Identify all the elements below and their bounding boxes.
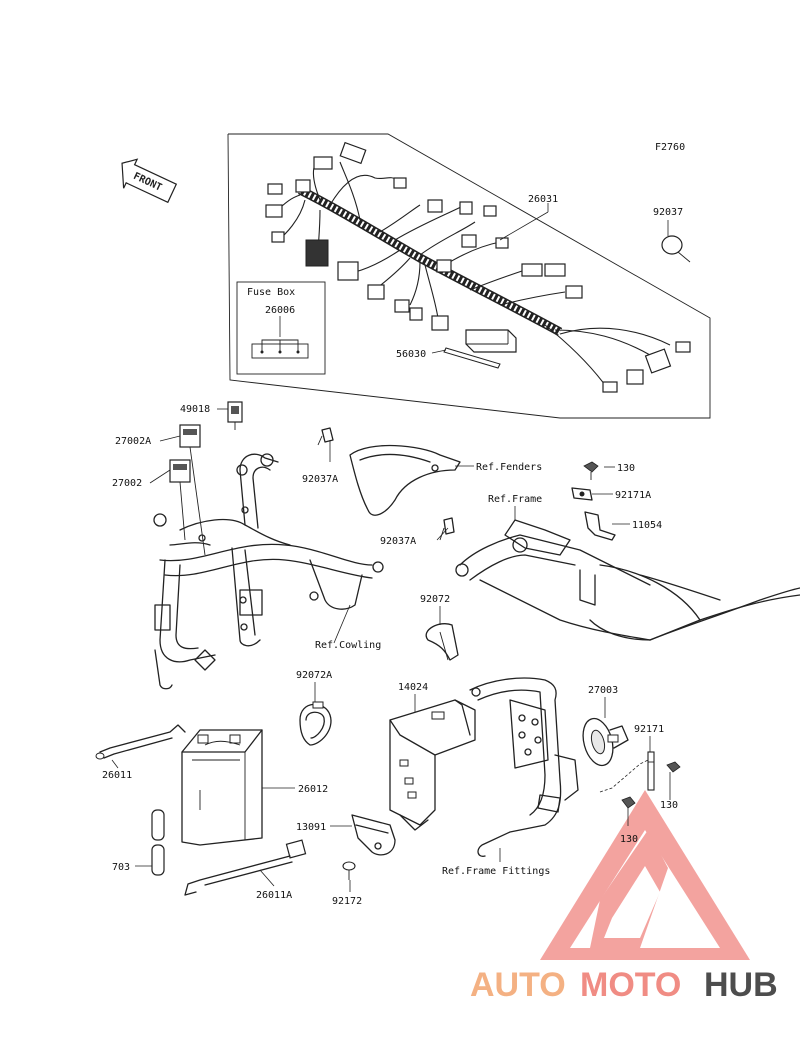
front-fender-piece: [349, 444, 461, 516]
part-92171A-grommet: [571, 487, 593, 501]
label-92171A: 92171A: [615, 490, 651, 501]
part-49018-switch: [227, 401, 243, 430]
part-14024-battery-case: [389, 699, 476, 831]
label-92072A: 92072A: [296, 670, 332, 681]
label-703: 703: [112, 862, 130, 873]
part-92172-screw: [342, 861, 356, 880]
label-ref-cowling: Ref.Cowling: [315, 640, 381, 651]
watermark-auto: AUTO: [470, 966, 566, 1004]
label-92172: 92172: [332, 896, 362, 907]
part-92037-clamp: [661, 235, 691, 263]
label-27003: 27003: [588, 685, 618, 696]
figure-code: F2760: [655, 142, 685, 153]
label-92037: 92037: [653, 207, 683, 218]
label-ref-frame: Ref.Frame: [488, 494, 542, 505]
part-26011A-battery-cable: [184, 839, 307, 896]
label-130-upper: 130: [617, 463, 635, 474]
label-27002: 27002: [112, 478, 142, 489]
part-11054-bracket: [584, 511, 616, 541]
part-27002-relay: [169, 459, 191, 541]
part-92037A-clamp-upper: [317, 427, 334, 446]
front-direction-marker: FRONT: [121, 158, 178, 204]
label-ref-frame-fittings: Ref.Frame Fittings: [442, 866, 550, 877]
part-130-bolt-right: [666, 761, 681, 773]
watermark-logo-triangle: [540, 790, 750, 960]
part-26012-battery: [181, 729, 263, 846]
frame-fittings-bracket: [469, 677, 579, 857]
part-703-tube: [151, 809, 165, 876]
label-92037A-lower: 92037A: [380, 536, 416, 547]
harness-group-outline: [227, 133, 711, 419]
leader-lines: [111, 203, 671, 892]
watermark-wordmark: AUTO MOTO HUB: [470, 966, 778, 1004]
label-26011A: 26011A: [256, 890, 292, 901]
fuse-box-symbol: [251, 339, 309, 359]
part-26011-battery-cable: [95, 724, 186, 760]
label-130-right: 130: [660, 800, 678, 811]
main-wiring-harness: [265, 141, 691, 393]
label-26031: 26031: [528, 194, 558, 205]
label-11054: 11054: [632, 520, 662, 531]
part-92072-cable-tie: [425, 623, 459, 661]
label-ref-fenders: Ref.Fenders: [476, 462, 542, 473]
label-130-lower: 130: [620, 834, 638, 845]
watermark-moto: MOTO: [580, 966, 681, 1004]
watermark-hub: HUB: [704, 966, 778, 1004]
fuse-box-title: Fuse Box: [247, 287, 295, 298]
headlight-bracket-frame: [153, 453, 384, 690]
label-92037A-upper: 92037A: [302, 474, 338, 485]
label-49018: 49018: [180, 404, 210, 415]
part-56030-relay-box: [443, 329, 517, 369]
label-92072: 92072: [420, 594, 450, 605]
part-27003-horn: [582, 717, 629, 767]
label-14024: 14024: [398, 682, 428, 693]
part-92171-clip: [647, 751, 655, 791]
part-130-bolt-upper: [583, 461, 599, 480]
label-26011: 26011: [102, 770, 132, 781]
part-13091-holder: [351, 814, 396, 856]
label-13091: 13091: [296, 822, 326, 833]
label-26012: 26012: [298, 784, 328, 795]
fuse-box-part-number: 26006: [265, 305, 295, 316]
label-27002A: 27002A: [115, 436, 151, 447]
part-92072A-cable-tie: [299, 701, 332, 746]
part-130-bolt-lower: [599, 759, 649, 809]
label-92171: 92171: [634, 724, 664, 735]
part-labels: 26031 92037 56030 49018 27002A 27002 920…: [102, 194, 683, 907]
rear-frame-section: [455, 519, 800, 641]
label-56030: 56030: [396, 349, 426, 360]
fuse-box-inset: [236, 281, 326, 375]
